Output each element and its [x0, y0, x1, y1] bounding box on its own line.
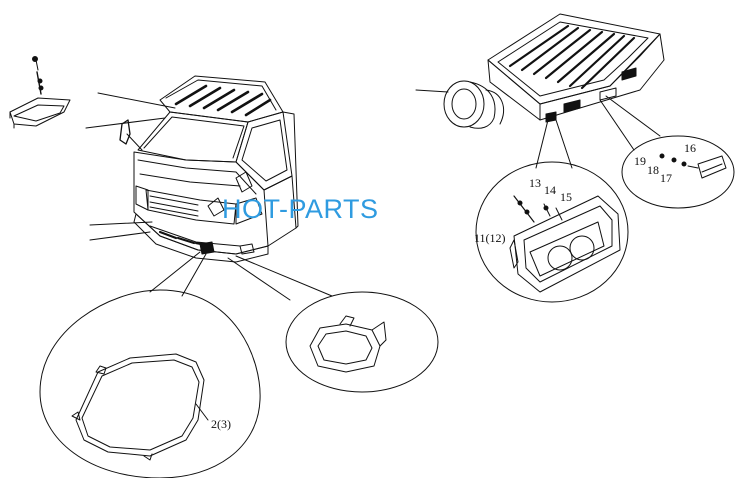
front-bumper: [133, 213, 269, 263]
mount-tab: [95, 365, 107, 375]
front-panel-line: [137, 159, 257, 195]
fog-lamp-detail: [285, 291, 439, 393]
leader-line: [235, 255, 333, 297]
marker-nut: [659, 153, 665, 159]
door-window-inner: [241, 119, 288, 182]
bolt-head: [32, 56, 38, 62]
stud-washer: [524, 209, 530, 215]
callout-part-18: 18: [647, 163, 659, 177]
tire: [443, 80, 485, 128]
mount-tab: [143, 453, 153, 461]
detail-bubble: [475, 161, 629, 303]
grille-badge: [207, 197, 225, 217]
leader-line: [149, 251, 201, 293]
leader-line: [89, 221, 153, 226]
headlamp-lens: [81, 359, 200, 451]
headlamp-housing: [75, 353, 205, 457]
lamp-ring-left: [547, 245, 573, 271]
stud-nut: [517, 200, 523, 206]
detail-bubble: [39, 289, 261, 478]
callout-part-17: 17: [660, 171, 672, 185]
fog-lamp-left: [199, 241, 215, 255]
front-panel-line: [139, 173, 241, 187]
fog-lamp-tab: [339, 315, 355, 327]
tire-rim: [451, 88, 477, 120]
leader-line: [195, 403, 209, 421]
lamp-ring-right: [569, 235, 595, 261]
cab-rear-edge: [282, 111, 299, 229]
leader-line: [85, 117, 166, 129]
cab-leader-lines: [85, 92, 176, 241]
body-lamp: [621, 67, 637, 81]
detail-leaders-left: [149, 251, 333, 301]
detail-bubble: [285, 291, 439, 393]
leader-line: [415, 89, 449, 93]
callout-part-14: 14: [544, 183, 556, 197]
stud-nut: [543, 205, 549, 211]
marker-washer: [671, 157, 677, 163]
leader-line: [181, 253, 207, 297]
leader-line: [535, 119, 549, 169]
cargo-deck-inner: [497, 21, 649, 97]
roof-ribs: [174, 84, 272, 117]
marker-stud: [687, 165, 699, 169]
tire-tread: [469, 81, 496, 129]
roof-lamp-lens: [13, 104, 65, 122]
tail-lamp-housing: [513, 195, 621, 293]
marker-lamp-detail: [621, 135, 735, 209]
fog-lamp-right: [239, 243, 255, 255]
headlamp-left: [135, 185, 149, 211]
callout-part-11: 11(12): [474, 231, 506, 245]
tail-lamp-lens: [529, 221, 605, 277]
leader-line: [89, 231, 151, 241]
windshield-inner: [143, 116, 245, 159]
body-lamp: [563, 99, 581, 113]
headlamp-right: [235, 197, 263, 225]
stud: [513, 195, 535, 223]
tail-lamp-detail: [475, 161, 629, 303]
headlamp-detail: [39, 289, 261, 478]
mirror-right: [235, 171, 253, 193]
leader-line: [227, 257, 291, 301]
door-panel: [263, 175, 297, 247]
mirror-left: [119, 119, 131, 145]
cargo-front: [487, 59, 541, 121]
truck-cab: [119, 75, 299, 263]
grille-bars: [149, 195, 199, 217]
leader-line: [555, 119, 573, 169]
callout-part-13: 13: [529, 176, 541, 190]
stud: [555, 207, 563, 221]
fog-lamp-bracket: [371, 321, 387, 347]
marker-washer: [681, 161, 687, 167]
callout-part-16: 16: [684, 141, 696, 155]
cargo-side: [539, 33, 665, 121]
cab-roof-rim: [165, 79, 277, 111]
watermark-text: HOT-PARTS: [222, 194, 379, 224]
callout-part-19: 19: [634, 154, 646, 168]
nut: [38, 85, 44, 91]
leader-line: [599, 99, 635, 151]
callout-part-15: 15: [560, 190, 572, 204]
cargo-body: [415, 13, 665, 129]
marker-lamp-lens: [701, 163, 723, 173]
tail-lamp-mount: [509, 239, 519, 269]
body-lamp: [599, 87, 617, 101]
fog-lamp-lens: [317, 330, 373, 365]
detail-bubble: [621, 135, 735, 209]
washer: [37, 78, 43, 84]
leader-line: [605, 95, 661, 137]
mount-tab: [71, 411, 81, 421]
detail-leaders-right: [535, 95, 661, 169]
cargo-deck: [487, 13, 661, 105]
roof-lamp-assembly: [9, 56, 71, 129]
tail-lamp-lens-frame: [523, 205, 613, 283]
leader-line: [97, 92, 176, 109]
mirror-arm: [126, 133, 143, 151]
deck-ribs: [508, 24, 636, 90]
tire-tread: [485, 89, 504, 125]
callout-part-2: 2(3): [211, 417, 231, 431]
marker-lamp: [697, 155, 727, 179]
